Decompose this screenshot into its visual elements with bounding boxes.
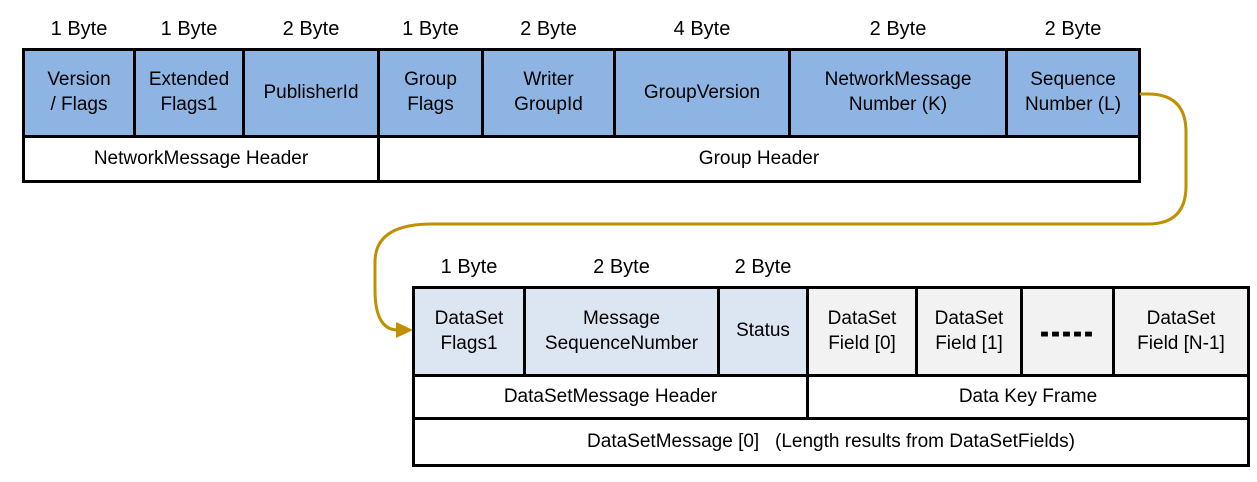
field-cell-dataset-field-n-1: DataSet Field [N-1] <box>1115 289 1247 374</box>
dataset-message-footer: DataSetMessage [0] (Length results from … <box>415 420 1247 464</box>
network-message-grid: Version / Flags Extended Flags1 Publishe… <box>22 48 1141 183</box>
field-cell-group-flags: Group Flags <box>380 51 481 135</box>
section-header-group: Group Header <box>380 138 1138 180</box>
byte-label: 2 Byte <box>520 18 577 40</box>
field-cell-network-message-number: NetworkMessage Number (K) <box>791 51 1005 135</box>
dataset-message-grid: DataSet Flags1 Message SequenceNumber St… <box>412 286 1250 467</box>
dataset-message-byte-labels: 1 Byte 2 Byte 2 Byte <box>412 248 1250 286</box>
section-header-data-key-frame: Data Key Frame <box>809 377 1247 417</box>
field-cell-message-sequence-number: Message SequenceNumber <box>526 289 717 374</box>
field-cell-dataset-field-0: DataSet Field [0] <box>809 289 915 374</box>
byte-label: 2 Byte <box>1044 18 1102 40</box>
byte-label: 4 Byte <box>673 18 731 40</box>
field-cell-group-version: GroupVersion <box>616 51 788 135</box>
byte-label: 2 Byte <box>734 256 792 278</box>
byte-label: 1 Byte <box>402 18 459 40</box>
byte-label: 1 Byte <box>50 18 108 40</box>
network-message-byte-labels: 1 Byte 1 Byte 2 Byte 1 Byte 2 Byte 4 Byt… <box>22 10 1141 48</box>
flow-arrow-head <box>396 322 413 338</box>
field-cell-sequence-number: Sequence Number (L) <box>1008 51 1138 135</box>
field-cell-version-flags: Version / Flags <box>25 51 133 135</box>
field-cell-dataset-flags1: DataSet Flags1 <box>415 289 523 374</box>
field-cell-status: Status <box>720 289 806 374</box>
field-cell-publisher-id: PublisherId <box>245 51 377 135</box>
ellipsis-dashes: ----- <box>1040 308 1095 354</box>
network-message-table: 1 Byte 1 Byte 2 Byte 1 Byte 2 Byte 4 Byt… <box>22 10 1141 183</box>
field-cell-writer-group-id: Writer GroupId <box>484 51 613 135</box>
field-cell-dataset-field-1: DataSet Field [1] <box>918 289 1020 374</box>
byte-label: 1 Byte <box>160 18 218 40</box>
byte-label: 2 Byte <box>593 256 650 278</box>
byte-label: 1 Byte <box>440 256 498 278</box>
byte-label: 2 Byte <box>282 18 340 40</box>
byte-label: 2 Byte <box>869 18 927 40</box>
field-cell-dataset-field-ellipsis: ----- <box>1023 289 1112 374</box>
field-cell-extended-flags1: Extended Flags1 <box>136 51 242 135</box>
section-header-dataset-message: DataSetMessage Header <box>415 377 806 417</box>
section-header-network-message: NetworkMessage Header <box>25 138 377 180</box>
dataset-message-table: 1 Byte 2 Byte 2 Byte DataSet Flags1 Mess… <box>412 248 1250 467</box>
